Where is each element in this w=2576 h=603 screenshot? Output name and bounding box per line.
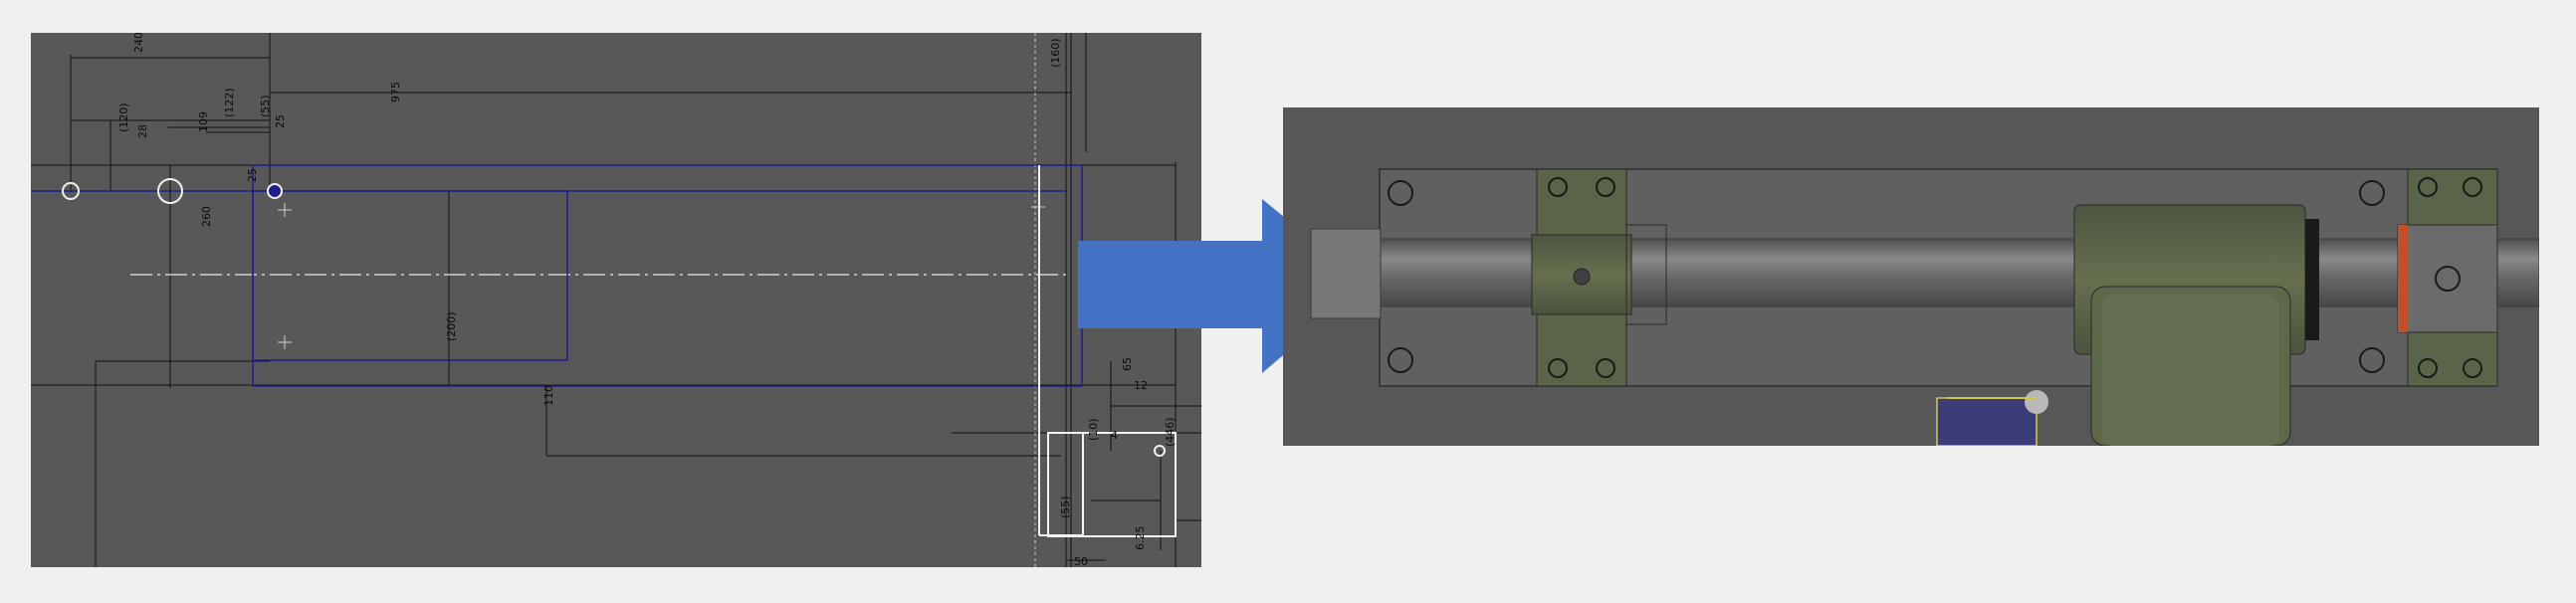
dim-446[interactable]: (446) <box>1164 417 1177 447</box>
dim-65[interactable]: 65 <box>1121 357 1134 371</box>
dimension-lines <box>31 33 1201 567</box>
hole-circle-small[interactable] <box>62 182 80 200</box>
dim-160[interactable]: (160) <box>1049 38 1062 68</box>
dim-260[interactable]: 260 <box>200 206 213 227</box>
rail-end-cap <box>1310 228 1382 319</box>
dim-110[interactable]: 110 <box>542 385 555 406</box>
dim-25-b[interactable]: 25 <box>246 168 259 182</box>
dimension-text-group: 240 975 (120) 28 109 (122) (55) 25 25 26… <box>117 33 1177 567</box>
hole-circle-selected[interactable] <box>267 183 283 199</box>
dim-55-b[interactable]: (55) <box>1059 496 1072 518</box>
model-canvas[interactable] <box>1283 107 2539 446</box>
drag-handle-icon[interactable] <box>2025 390 2048 414</box>
dim-10[interactable]: (10) <box>1087 418 1100 441</box>
dim-6-25[interactable]: 6.25 <box>1134 526 1147 551</box>
dim-109[interactable]: 109 <box>197 111 210 132</box>
hole-circle-corner[interactable] <box>1154 445 1166 457</box>
dim-55[interactable]: (55) <box>259 95 272 117</box>
mounting-holes <box>1388 180 2385 373</box>
linear-rail[interactable] <box>1310 238 2539 307</box>
dim-28[interactable]: 28 <box>136 124 149 138</box>
sketch-canvas[interactable]: 240 975 (120) 28 109 (122) (55) 25 25 26… <box>31 33 1201 567</box>
dim-25-a[interactable]: 25 <box>274 114 287 128</box>
white-profile <box>1038 165 1177 537</box>
carriage-motor[interactable] <box>2073 204 2319 446</box>
dim-12[interactable]: 12 <box>1134 379 1148 392</box>
hole-circle-large[interactable] <box>157 178 183 204</box>
3d-model-viewport[interactable] <box>1283 107 2539 446</box>
sketch-profile <box>31 164 1083 387</box>
sketch-point-markers <box>278 203 1045 349</box>
dim-122[interactable]: (122) <box>223 88 236 117</box>
dim-240[interactable]: 240 <box>132 33 145 53</box>
dim-975[interactable]: 975 <box>389 82 402 102</box>
dim-200[interactable]: (200) <box>445 311 458 341</box>
cad-sketch-panel[interactable]: 240 975 (120) 28 109 (122) (55) 25 25 26… <box>31 33 1201 567</box>
dim-120[interactable]: (120) <box>117 102 130 132</box>
dim-50[interactable]: 50 <box>1074 555 1088 567</box>
dim-4[interactable]: 4 <box>1111 429 1118 442</box>
pillow-block-right[interactable] <box>2397 168 2498 387</box>
coupling-accent <box>2398 225 2408 332</box>
pillow-block-left[interactable] <box>1531 168 1667 387</box>
selection-highlight[interactable] <box>1936 397 2038 446</box>
